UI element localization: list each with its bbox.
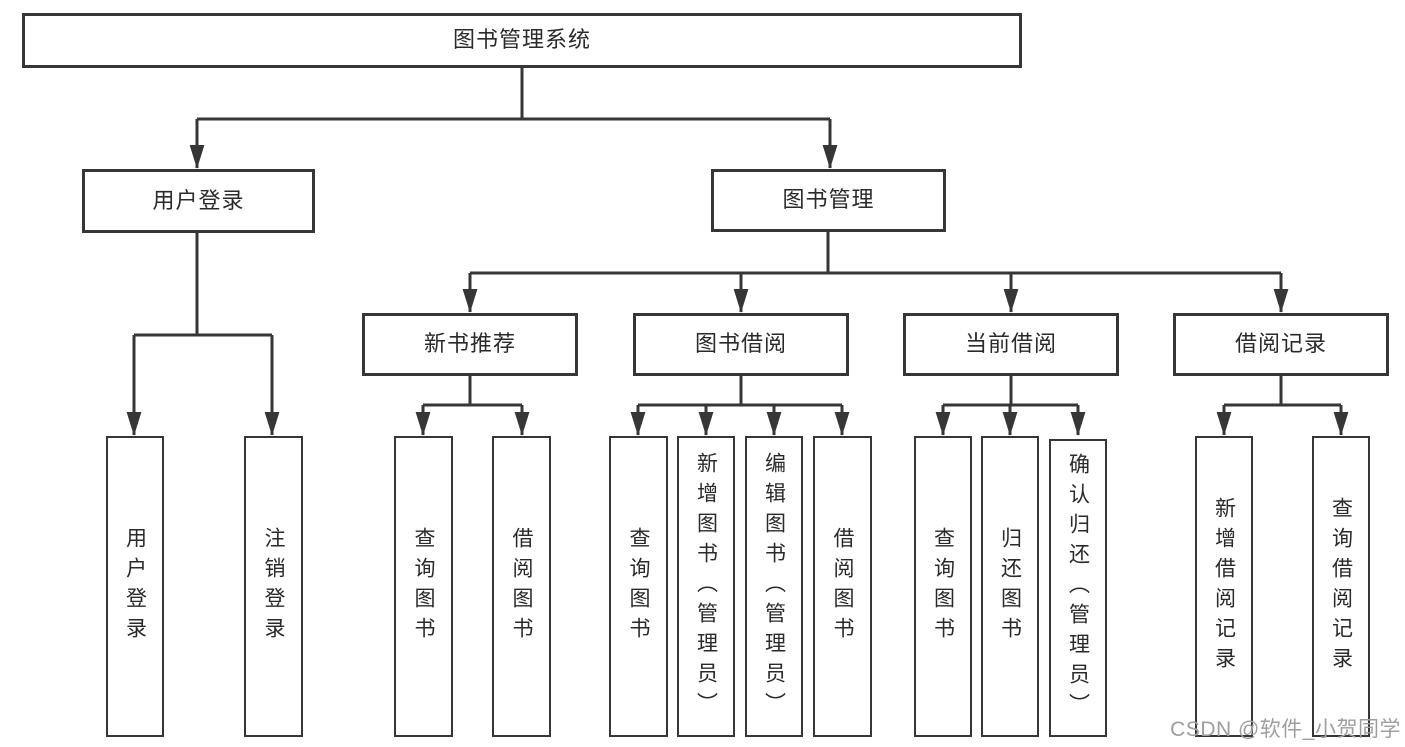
node-library-management-system: 图书管理系统 [22,13,1022,68]
leaf-query-book-recommend: 查询图书 [394,436,453,737]
leaf-add-book-admin: 新增图书（管理员） [677,436,735,737]
leaf-query-book-borrowing: 查询图书 [609,436,668,737]
leaf-query-borrow-record: 查询借阅记录 [1312,436,1370,737]
node-new-book-recommend: 新书推荐 [362,313,578,376]
leaf-user-login: 用户登录 [106,436,164,737]
leaf-borrow-book-recommend: 借阅图书 [492,436,551,737]
node-book-borrowing: 图书借阅 [633,313,849,376]
leaf-logout: 注销登录 [244,436,303,737]
node-book-management: 图书管理 [711,169,946,232]
leaf-query-book-current: 查询图书 [914,436,972,737]
leaf-return-book: 归还图书 [981,436,1039,737]
leaf-borrow-book-borrowing: 借阅图书 [813,436,872,737]
leaf-confirm-return-admin: 确认归还（管理员） [1049,439,1107,737]
node-current-borrowing: 当前借阅 [903,313,1119,376]
node-user-login: 用户登录 [82,169,315,233]
node-borrowing-records: 借阅记录 [1173,313,1389,376]
leaf-edit-book-admin: 编辑图书（管理员） [745,436,803,737]
leaf-add-borrow-record: 新增借阅记录 [1195,436,1253,737]
csdn-watermark: CSDN @软件_小贺同学 [1170,718,1401,741]
